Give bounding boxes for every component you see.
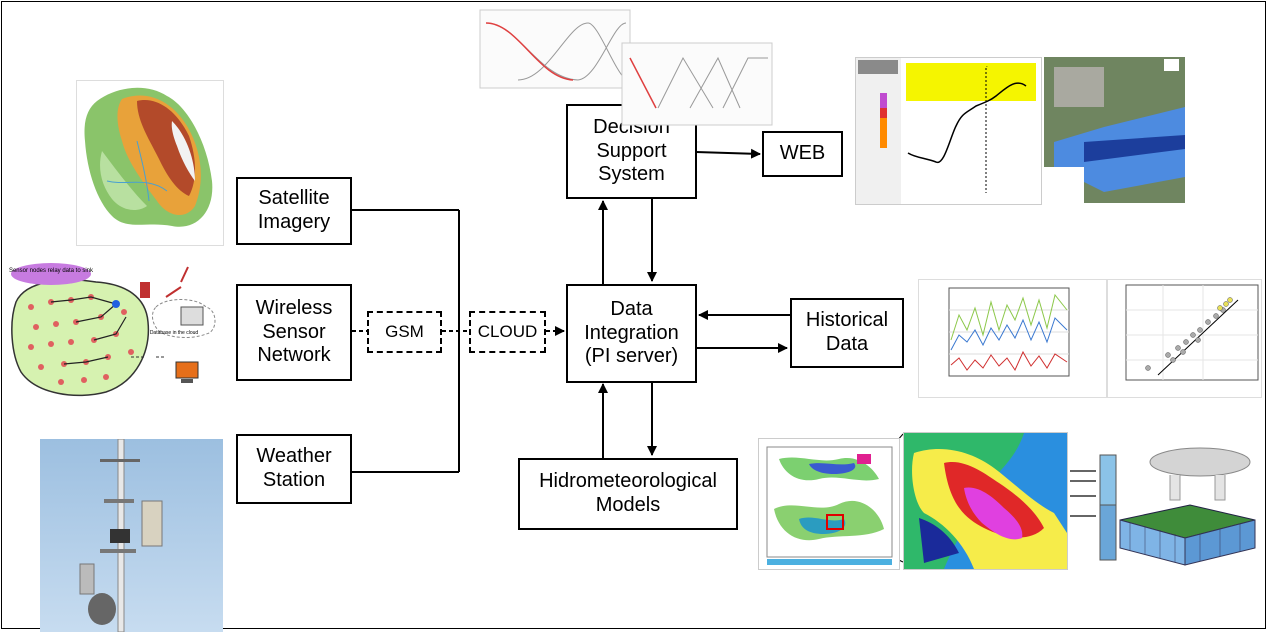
hydrological-model-schematic-image — [1070, 440, 1265, 570]
gsm-box: GSM — [367, 311, 442, 353]
web-label: WEB — [779, 142, 826, 165]
hidrometeorological-models-label: Hidrometeorological Models — [539, 470, 717, 516]
gsm-label: GSM — [385, 321, 424, 341]
satellite-imagery-label: Satellite Imagery — [257, 187, 331, 233]
wireless-sensor-network-sketch-image: Sensor nodes relay data to sink Database… — [6, 262, 228, 402]
weather-station-photo-image — [40, 439, 223, 632]
historical-data-label: Historical Data — [805, 309, 889, 355]
flood-inundation-aerial-map-image — [1044, 57, 1185, 203]
historical-time-series-chart-image — [918, 279, 1107, 398]
watershed-elevation-map-image — [76, 80, 224, 246]
hidrometeorological-models-box: Hidrometeorological Models — [518, 458, 738, 530]
wireless-sensor-network-label: Wireless Sensor Network — [255, 297, 333, 367]
cloud-box: CLOUD — [469, 311, 546, 353]
data-integration-label: Data Integration (PI server) — [584, 298, 679, 368]
weather-station-box: Weather Station — [236, 434, 352, 504]
satellite-imagery-box: Satellite Imagery — [236, 177, 352, 245]
precipitation-radar-zoom-image — [903, 432, 1068, 570]
historical-data-box: Historical Data — [790, 298, 904, 368]
estimated-flood-conditions-panel-image: - — [855, 57, 1042, 205]
wsn-db-text: Database in the cloud — [150, 330, 199, 336]
cloud-label: CLOUD — [477, 321, 538, 341]
wireless-sensor-network-box: Wireless Sensor Network — [236, 284, 352, 381]
precipitation-radar-map-image — [758, 438, 900, 570]
weather-station-label: Weather Station — [256, 445, 332, 491]
historical-scatter-chart-image — [1107, 279, 1262, 398]
data-integration-box: Data Integration (PI server) — [566, 284, 697, 383]
web-box: WEB — [762, 131, 843, 177]
svg-text:-: - — [986, 64, 988, 70]
arrow-dss-web — [695, 148, 761, 159]
wsn-bubble-text: Sensor nodes relay data to sink — [9, 268, 94, 274]
fuzzy-membership-plots-image — [478, 8, 775, 128]
